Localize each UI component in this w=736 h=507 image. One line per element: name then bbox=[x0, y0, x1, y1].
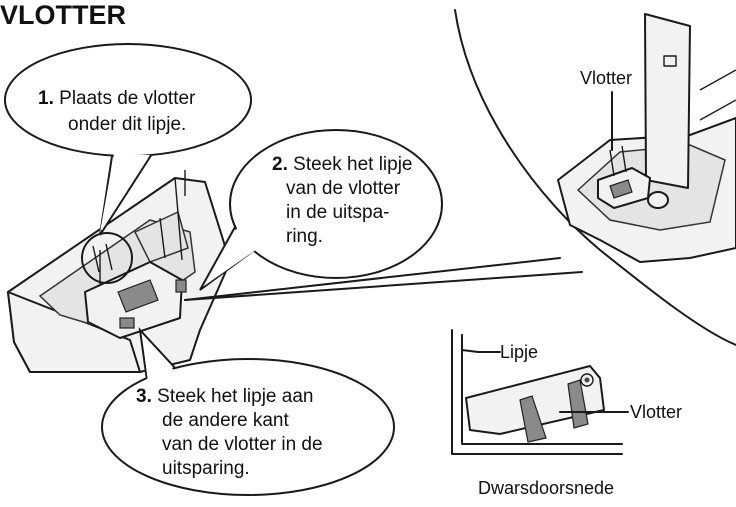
magnifier-circle bbox=[81, 232, 133, 284]
step-3-line-4: uitsparing. bbox=[162, 458, 250, 479]
svg-text:2. Steek het lipje: 2. Steek het lipje bbox=[272, 154, 413, 175]
cross-section-illustration bbox=[451, 329, 629, 455]
callout-step-3: 3. Steek het lipje aan de andere kant va… bbox=[101, 326, 395, 496]
step-2-line-2: van de vlotter bbox=[286, 178, 401, 199]
step-3-number: 3. bbox=[136, 386, 152, 407]
step-1-line-2: onder dit lipje. bbox=[68, 114, 186, 135]
label-float-section: Vlotter bbox=[630, 402, 682, 422]
step-2-line-3: in de uitspa- bbox=[286, 202, 390, 223]
step-1-number: 1. bbox=[38, 88, 54, 109]
step-3-line-3: van de vlotter in de bbox=[162, 434, 323, 455]
callout-step-2: 2. Steek het lipje van de vlotter in de … bbox=[199, 129, 443, 291]
step-2-line-4: ring. bbox=[286, 226, 323, 247]
water-tray-illustration bbox=[7, 170, 583, 373]
step-3-line-2: de andere kant bbox=[162, 410, 289, 431]
step-2-line-1: Steek het lipje bbox=[293, 154, 412, 175]
callout-step-1: 1. Plaats de vlotter onder dit lipje. bbox=[4, 43, 252, 236]
float-in-tray bbox=[84, 261, 187, 339]
label-tab: Lipje bbox=[500, 342, 538, 362]
svg-text:1. Plaats de vlotter: 1. Plaats de vlotter bbox=[38, 88, 196, 109]
step-3-line-1: Steek het lipje aan bbox=[157, 386, 313, 407]
svg-text:3. Steek het lipje aan: 3. Steek het lipje aan bbox=[136, 386, 313, 407]
diagram-title: VLOTTER bbox=[0, 0, 126, 30]
step-1-line-1: Plaats de vlotter bbox=[59, 88, 196, 109]
step-2-number: 2. bbox=[272, 154, 288, 175]
label-float-top: Vlotter bbox=[580, 68, 632, 88]
label-cross-section: Dwarsdoorsnede bbox=[478, 478, 614, 498]
float-detail-illustration bbox=[454, 9, 736, 346]
